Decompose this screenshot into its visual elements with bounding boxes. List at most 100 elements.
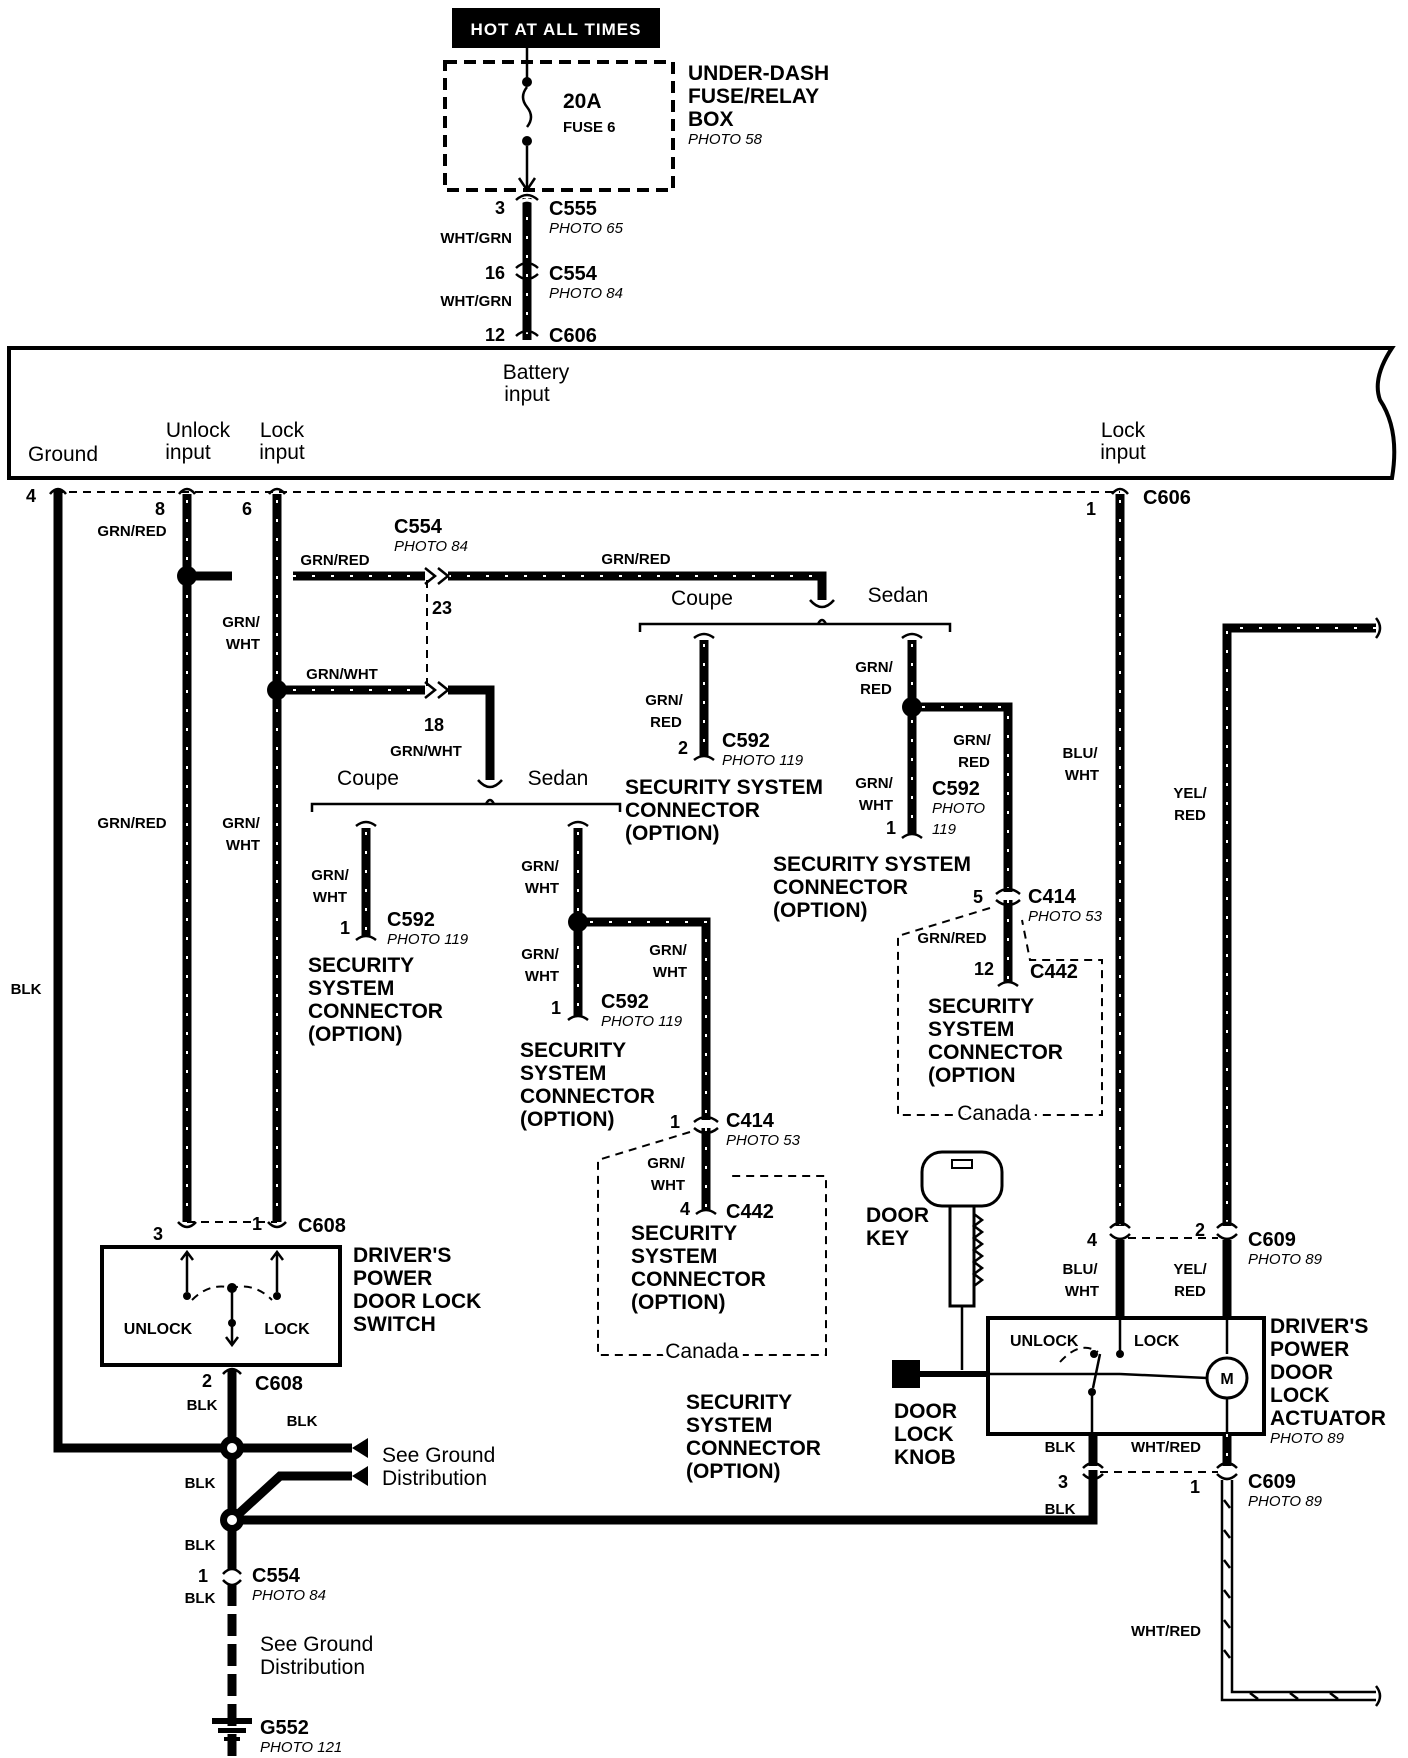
svg-text:LOCK: LOCK bbox=[1270, 1384, 1330, 1407]
svg-text:WHT: WHT bbox=[226, 837, 260, 854]
svg-text:input: input bbox=[504, 383, 550, 406]
wire-sedan-left bbox=[567, 820, 719, 1216]
svg-text:(OPTION): (OPTION) bbox=[686, 1460, 781, 1483]
door-key-icon bbox=[920, 1150, 1004, 1370]
hot-at-all-times-badge: HOT AT ALL TIMES bbox=[452, 8, 660, 48]
svg-text:FUSE 6: FUSE 6 bbox=[563, 119, 616, 136]
svg-text:1: 1 bbox=[252, 1214, 262, 1234]
unlock-input-label: Unlock bbox=[166, 419, 231, 442]
svg-text:GRN/: GRN/ bbox=[649, 942, 687, 959]
svg-text:WHT: WHT bbox=[1065, 1283, 1099, 1300]
svg-text:DOOR: DOOR bbox=[1270, 1361, 1333, 1384]
svg-text:PHOTO 119: PHOTO 119 bbox=[387, 931, 469, 948]
svg-text:CONNECTOR: CONNECTOR bbox=[631, 1268, 766, 1291]
svg-text:BLU/: BLU/ bbox=[1063, 1261, 1099, 1278]
svg-text:CONNECTOR: CONNECTOR bbox=[520, 1085, 655, 1108]
svg-text:Distribution: Distribution bbox=[260, 1656, 365, 1679]
svg-text:CONNECTOR: CONNECTOR bbox=[686, 1437, 821, 1460]
svg-text:WHT: WHT bbox=[313, 889, 347, 906]
feed-wire-wht-grn bbox=[515, 193, 539, 340]
svg-text:Sedan: Sedan bbox=[868, 584, 929, 607]
connector-c554-ground: C554 bbox=[252, 1565, 301, 1587]
svg-text:SYSTEM: SYSTEM bbox=[308, 977, 394, 1000]
under-dash-fuse-relay-box: 20A FUSE 6 bbox=[443, 48, 675, 193]
svg-text:SYSTEM: SYSTEM bbox=[631, 1245, 717, 1268]
svg-text:Canada: Canada bbox=[665, 1340, 739, 1363]
svg-text:BLK: BLK bbox=[185, 1475, 216, 1492]
svg-text:WHT: WHT bbox=[653, 964, 687, 981]
svg-text:SYSTEM: SYSTEM bbox=[520, 1062, 606, 1085]
svg-text:DOOR: DOOR bbox=[866, 1204, 929, 1227]
svg-text:WHT: WHT bbox=[859, 797, 893, 814]
ground-g552-icon bbox=[212, 1718, 252, 1741]
svg-text:2: 2 bbox=[678, 738, 688, 758]
svg-text:GRN/: GRN/ bbox=[647, 1155, 685, 1172]
svg-text:WHT: WHT bbox=[226, 636, 260, 653]
svg-text:SYSTEM: SYSTEM bbox=[686, 1414, 772, 1437]
svg-text:SECURITY: SECURITY bbox=[520, 1039, 626, 1062]
svg-text:Distribution: Distribution bbox=[382, 1467, 487, 1490]
wire-coupe-left-c592 bbox=[355, 820, 377, 942]
svg-text:PHOTO 121: PHOTO 121 bbox=[260, 1739, 342, 1756]
connector-c592-coupe-right: C592 bbox=[722, 730, 770, 752]
svg-text:GRN/: GRN/ bbox=[222, 614, 260, 631]
svg-text:PHOTO 119: PHOTO 119 bbox=[601, 1013, 683, 1030]
svg-text:(OPTION): (OPTION) bbox=[308, 1023, 403, 1046]
svg-text:3: 3 bbox=[495, 198, 505, 218]
connector-c442-right: C442 bbox=[1030, 961, 1078, 983]
svg-text:SECURITY SYSTEM: SECURITY SYSTEM bbox=[773, 853, 971, 876]
svg-text:GRN/RED: GRN/RED bbox=[917, 930, 986, 947]
svg-text:input: input bbox=[259, 441, 305, 464]
svg-text:3: 3 bbox=[153, 1224, 163, 1244]
svg-text:CONNECTOR: CONNECTOR bbox=[773, 876, 908, 899]
connector-c608-bottom: C608 bbox=[255, 1373, 303, 1395]
svg-text:SECURITY: SECURITY bbox=[928, 995, 1034, 1018]
svg-text:1: 1 bbox=[886, 818, 896, 838]
svg-text:BLK: BLK bbox=[1045, 1501, 1076, 1518]
wire-unlock-grn-red bbox=[178, 487, 196, 1222]
svg-text:BLK: BLK bbox=[185, 1590, 216, 1607]
wire-grn-red-security bbox=[187, 567, 827, 600]
svg-text:GRN/: GRN/ bbox=[222, 815, 260, 832]
svg-text:1: 1 bbox=[340, 918, 350, 938]
svg-text:KNOB: KNOB bbox=[894, 1446, 956, 1469]
svg-text:DRIVER'S: DRIVER'S bbox=[353, 1244, 451, 1267]
svg-text:POWER: POWER bbox=[1270, 1338, 1349, 1361]
svg-text:(OPTION): (OPTION) bbox=[625, 822, 720, 845]
connector-c609-top: C609 bbox=[1248, 1229, 1296, 1251]
svg-text:(OPTION): (OPTION) bbox=[773, 899, 868, 922]
svg-text:POWER: POWER bbox=[353, 1267, 432, 1290]
svg-text:12: 12 bbox=[485, 325, 505, 345]
svg-text:16: 16 bbox=[485, 263, 505, 283]
drivers-power-door-lock-switch bbox=[100, 1245, 342, 1367]
svg-text:LOCK: LOCK bbox=[894, 1423, 954, 1446]
svg-text:YEL/: YEL/ bbox=[1173, 785, 1207, 802]
svg-text:GRN/: GRN/ bbox=[953, 732, 991, 749]
svg-text:(OPTION: (OPTION bbox=[928, 1064, 1016, 1087]
svg-text:KEY: KEY bbox=[866, 1227, 909, 1250]
svg-text:4: 4 bbox=[1087, 1230, 1097, 1250]
drivers-power-door-lock-actuator bbox=[986, 1316, 1266, 1436]
svg-text:CONNECTOR: CONNECTOR bbox=[928, 1041, 1063, 1064]
svg-text:SWITCH: SWITCH bbox=[353, 1313, 436, 1336]
svg-text:3: 3 bbox=[1058, 1472, 1068, 1492]
svg-text:PHOTO 65: PHOTO 65 bbox=[549, 220, 624, 237]
see-ground-distribution-2: See Ground bbox=[260, 1633, 373, 1656]
svg-text:WHT/RED: WHT/RED bbox=[1131, 1623, 1201, 1640]
connector-c414-right: C414 bbox=[1028, 886, 1077, 908]
svg-text:WHT: WHT bbox=[651, 1177, 685, 1194]
svg-text:GRN/: GRN/ bbox=[645, 692, 683, 709]
svg-text:(OPTION): (OPTION) bbox=[631, 1291, 726, 1314]
svg-text:WHT/GRN: WHT/GRN bbox=[440, 293, 512, 310]
svg-text:12: 12 bbox=[974, 959, 994, 979]
svg-text:PHOTO 119: PHOTO 119 bbox=[722, 752, 804, 769]
svg-text:WHT: WHT bbox=[525, 880, 559, 897]
svg-text:1: 1 bbox=[1086, 499, 1096, 519]
wire-ground-trunk bbox=[220, 1367, 1098, 1758]
svg-text:BLK: BLK bbox=[187, 1397, 218, 1414]
wire-actuator-outputs bbox=[1082, 1434, 1382, 1707]
svg-text:GRN/: GRN/ bbox=[311, 867, 349, 884]
connector-c608-top: C608 bbox=[298, 1215, 346, 1237]
coupe-sedan-bracket-left bbox=[310, 779, 622, 812]
svg-text:DOOR: DOOR bbox=[894, 1400, 957, 1423]
